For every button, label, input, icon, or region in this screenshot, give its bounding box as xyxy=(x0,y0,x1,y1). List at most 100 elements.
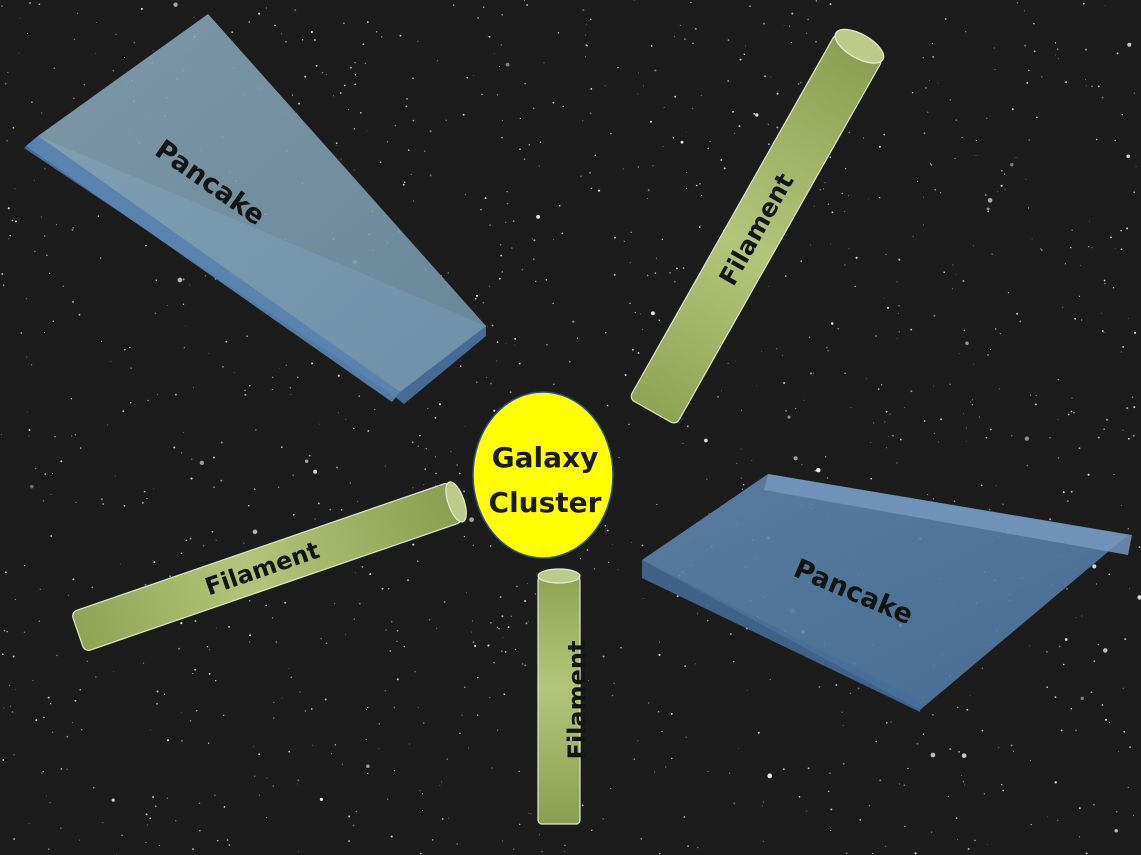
star xyxy=(208,352,210,354)
star xyxy=(46,254,48,257)
star xyxy=(1046,686,1049,688)
star xyxy=(1057,48,1059,50)
star xyxy=(751,460,753,462)
star xyxy=(617,66,619,69)
galaxy-cluster-label-line2: Cluster xyxy=(489,486,602,519)
star xyxy=(546,343,548,346)
star xyxy=(527,620,529,622)
star xyxy=(354,83,356,85)
star xyxy=(208,672,211,675)
star xyxy=(604,524,607,527)
star xyxy=(528,144,531,146)
star xyxy=(829,3,832,6)
star xyxy=(505,343,507,344)
star xyxy=(1113,473,1115,475)
star xyxy=(226,839,229,841)
star xyxy=(532,258,535,261)
star xyxy=(375,31,378,33)
star xyxy=(685,736,687,738)
star xyxy=(496,360,498,362)
star xyxy=(594,154,597,157)
star xyxy=(53,67,55,69)
star xyxy=(486,377,488,378)
star xyxy=(434,417,437,419)
star xyxy=(304,459,309,463)
star xyxy=(971,399,974,401)
star xyxy=(986,117,988,119)
star xyxy=(932,498,935,500)
star xyxy=(1036,116,1038,118)
star xyxy=(932,714,934,716)
star xyxy=(1058,58,1060,59)
star xyxy=(1034,403,1037,406)
star xyxy=(983,793,985,795)
star xyxy=(1085,79,1087,81)
star xyxy=(456,464,458,466)
star xyxy=(662,146,664,147)
star xyxy=(1041,76,1043,78)
star xyxy=(147,824,149,826)
star xyxy=(83,84,86,86)
star xyxy=(769,678,771,681)
star xyxy=(174,393,177,396)
star xyxy=(708,512,710,514)
star xyxy=(481,93,483,96)
star xyxy=(553,239,554,240)
star xyxy=(870,477,873,480)
star xyxy=(986,207,990,211)
star xyxy=(931,43,933,45)
star xyxy=(199,460,205,465)
star xyxy=(273,717,275,719)
star xyxy=(652,165,654,167)
star xyxy=(680,140,684,144)
star xyxy=(1103,648,1108,653)
star xyxy=(463,536,465,538)
star xyxy=(163,693,166,695)
star xyxy=(362,43,365,45)
star xyxy=(743,484,745,486)
star xyxy=(646,274,649,277)
star xyxy=(288,750,291,753)
star xyxy=(154,312,157,315)
star xyxy=(613,273,616,276)
star xyxy=(763,22,765,25)
star xyxy=(932,55,935,58)
star xyxy=(1095,583,1098,585)
star xyxy=(896,281,898,283)
star xyxy=(413,200,414,202)
star xyxy=(304,710,307,712)
star xyxy=(518,362,521,365)
star xyxy=(647,189,650,192)
star xyxy=(145,813,148,816)
star xyxy=(1080,696,1085,701)
star xyxy=(552,302,554,305)
star xyxy=(975,139,978,142)
star xyxy=(965,341,969,345)
star xyxy=(978,416,981,418)
star xyxy=(699,230,700,231)
star xyxy=(152,49,154,52)
star xyxy=(194,619,197,623)
star xyxy=(1116,810,1118,813)
star xyxy=(506,190,508,193)
star xyxy=(378,748,380,750)
star xyxy=(394,125,396,127)
star xyxy=(366,130,368,132)
star xyxy=(155,702,159,705)
star xyxy=(949,748,952,751)
star xyxy=(807,767,810,770)
star xyxy=(528,812,530,814)
star xyxy=(824,456,827,458)
star xyxy=(896,462,898,464)
star xyxy=(1097,85,1100,88)
star xyxy=(349,482,351,484)
star xyxy=(421,793,424,795)
star xyxy=(738,747,740,749)
star xyxy=(1049,518,1052,521)
star xyxy=(866,378,867,380)
star xyxy=(829,772,831,775)
filament-bottom-label: Filament xyxy=(563,641,591,760)
star xyxy=(501,615,504,618)
star xyxy=(181,712,183,713)
galaxy-cluster: Galaxy Cluster xyxy=(472,391,614,559)
